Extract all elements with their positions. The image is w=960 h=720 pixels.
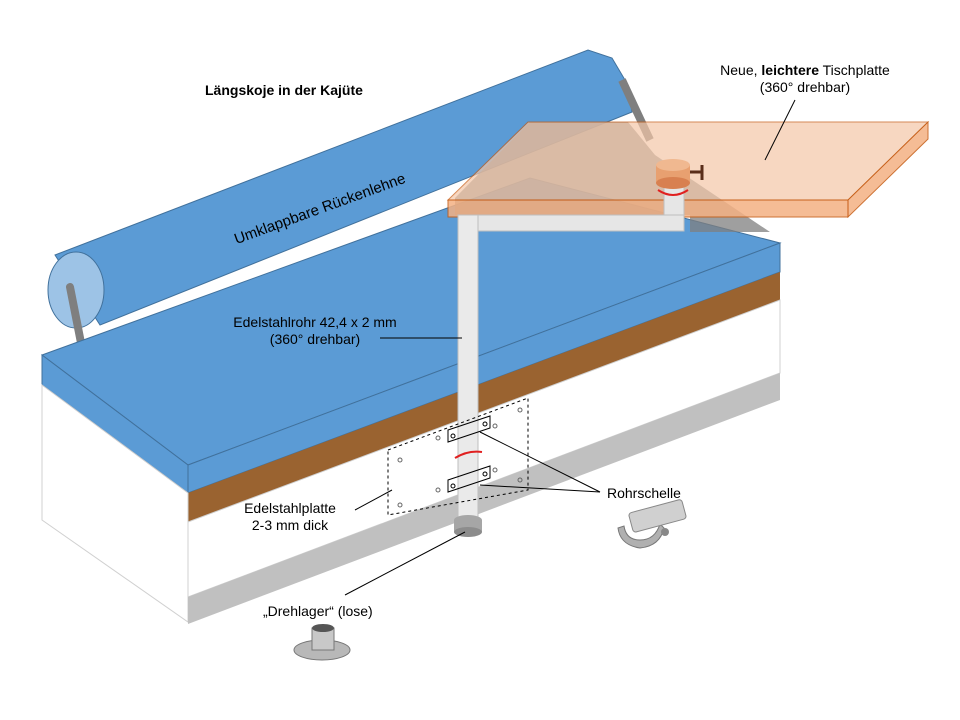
plate-thickness-label: 2-3 mm dick xyxy=(251,517,329,533)
rotation-arrow-icon xyxy=(657,189,689,196)
clamp-label: Rohrschelle xyxy=(607,485,681,501)
clamp-photo xyxy=(617,499,687,549)
tabletop-label-suffix: Tischplatte xyxy=(819,62,890,78)
bearing-label: „Drehlager“ (lose) xyxy=(263,603,373,619)
leader-lines xyxy=(344,99,796,596)
tabletop-label-prefix: Neue, xyxy=(720,62,762,78)
pipe-clamps xyxy=(447,415,491,493)
tabletop-rotation-label: (360° drehbar) xyxy=(759,79,851,95)
plate-label-text: Edelstahlplatte xyxy=(244,500,336,516)
berth xyxy=(40,177,782,624)
rotation-arrow-icon xyxy=(454,450,483,459)
pipe-label-text: Edelstahlrohr 42,4 x 2 mm xyxy=(233,314,397,330)
steel-plate-outline xyxy=(387,397,529,516)
bearing-photo xyxy=(293,624,351,661)
table-top xyxy=(446,120,930,219)
tabletop-label-bold: leichtere xyxy=(761,62,819,78)
tabletop-label: Neue, leichtere Tischplatte (360° drehba… xyxy=(705,62,905,96)
pipe-label: Edelstahlrohr 42,4 x 2 mm (360° drehbar) xyxy=(215,314,415,348)
plate-label: Edelstahlplatte 2-3 mm dick xyxy=(235,500,345,534)
pipe-rotation-label: (360° drehbar) xyxy=(269,331,361,347)
swivel-cap xyxy=(656,159,704,196)
diagram-title: Längskoje in der Kajüte xyxy=(205,82,363,98)
backrest-cylinder xyxy=(47,49,633,329)
plate-holes xyxy=(397,407,523,508)
steel-pipe xyxy=(454,184,685,537)
